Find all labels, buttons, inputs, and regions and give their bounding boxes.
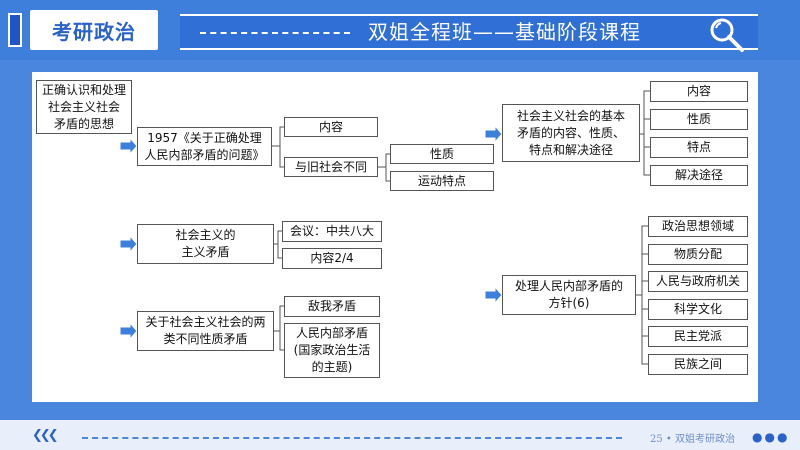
node-b1-diff-move: 运动特点 xyxy=(390,171,494,191)
node-b3-enemy: 敌我矛盾 xyxy=(284,296,380,317)
node-b1-content: 内容 xyxy=(284,117,378,137)
node-b2-meeting: 会议：中共八大 xyxy=(282,221,382,242)
node-r-feature: 特点 xyxy=(650,137,748,158)
footer-dash-line xyxy=(82,437,622,439)
header-corner-block xyxy=(8,13,22,47)
node-main-contradiction: 社会主义的 主义矛盾 xyxy=(137,224,274,264)
node-b4-parties: 民主党派 xyxy=(648,326,748,347)
node-r-nature: 性质 xyxy=(650,109,748,130)
node-root: 正确认识和处理 社会主义社会 矛盾的思想 xyxy=(36,80,132,134)
search-icon xyxy=(710,18,744,52)
brand-label: 考研政治 xyxy=(30,10,158,50)
node-b4-politics: 政治思想领域 xyxy=(648,216,748,237)
node-b4-science: 科学文化 xyxy=(648,299,748,320)
node-b3-people: 人民内部矛盾 (国家政治生活 的主题) xyxy=(284,323,380,378)
node-b4-material: 物质分配 xyxy=(648,244,748,265)
node-1957-document: 1957《关于正确处理 人民内部矛盾的问题》 xyxy=(137,127,272,166)
footer-arrows-icon: ❮❮❮ xyxy=(32,428,59,443)
node-r-solve: 解决途径 xyxy=(650,165,748,186)
node-handling-policy: 处理人民内部矛盾的 方针(6) xyxy=(502,275,636,315)
node-b1-diff-nature: 性质 xyxy=(390,144,494,164)
node-b4-government: 人民与政府机关 xyxy=(648,271,748,292)
title-dash-line xyxy=(200,32,350,34)
page-title: 双姐全程班——基础阶段课程 xyxy=(368,20,641,44)
node-basic-contradiction: 社会主义社会的基本 矛盾的内容、性质、 特点和解决途径 xyxy=(502,104,640,162)
node-b2-content: 内容2/4 xyxy=(282,248,382,269)
footer-bar xyxy=(0,420,800,450)
node-b4-ethnic: 民族之间 xyxy=(648,354,748,375)
node-r-content: 内容 xyxy=(650,81,748,102)
footer-dots-icon: ●●● xyxy=(752,430,790,444)
title-banner xyxy=(180,14,758,50)
node-b1-diff: 与旧社会不同 xyxy=(284,157,378,177)
footer-page-label: 25 • 双姐考研政治 xyxy=(650,434,735,445)
node-two-contradictions: 关于社会主义社会的两 类不同性质矛盾 xyxy=(137,311,274,351)
